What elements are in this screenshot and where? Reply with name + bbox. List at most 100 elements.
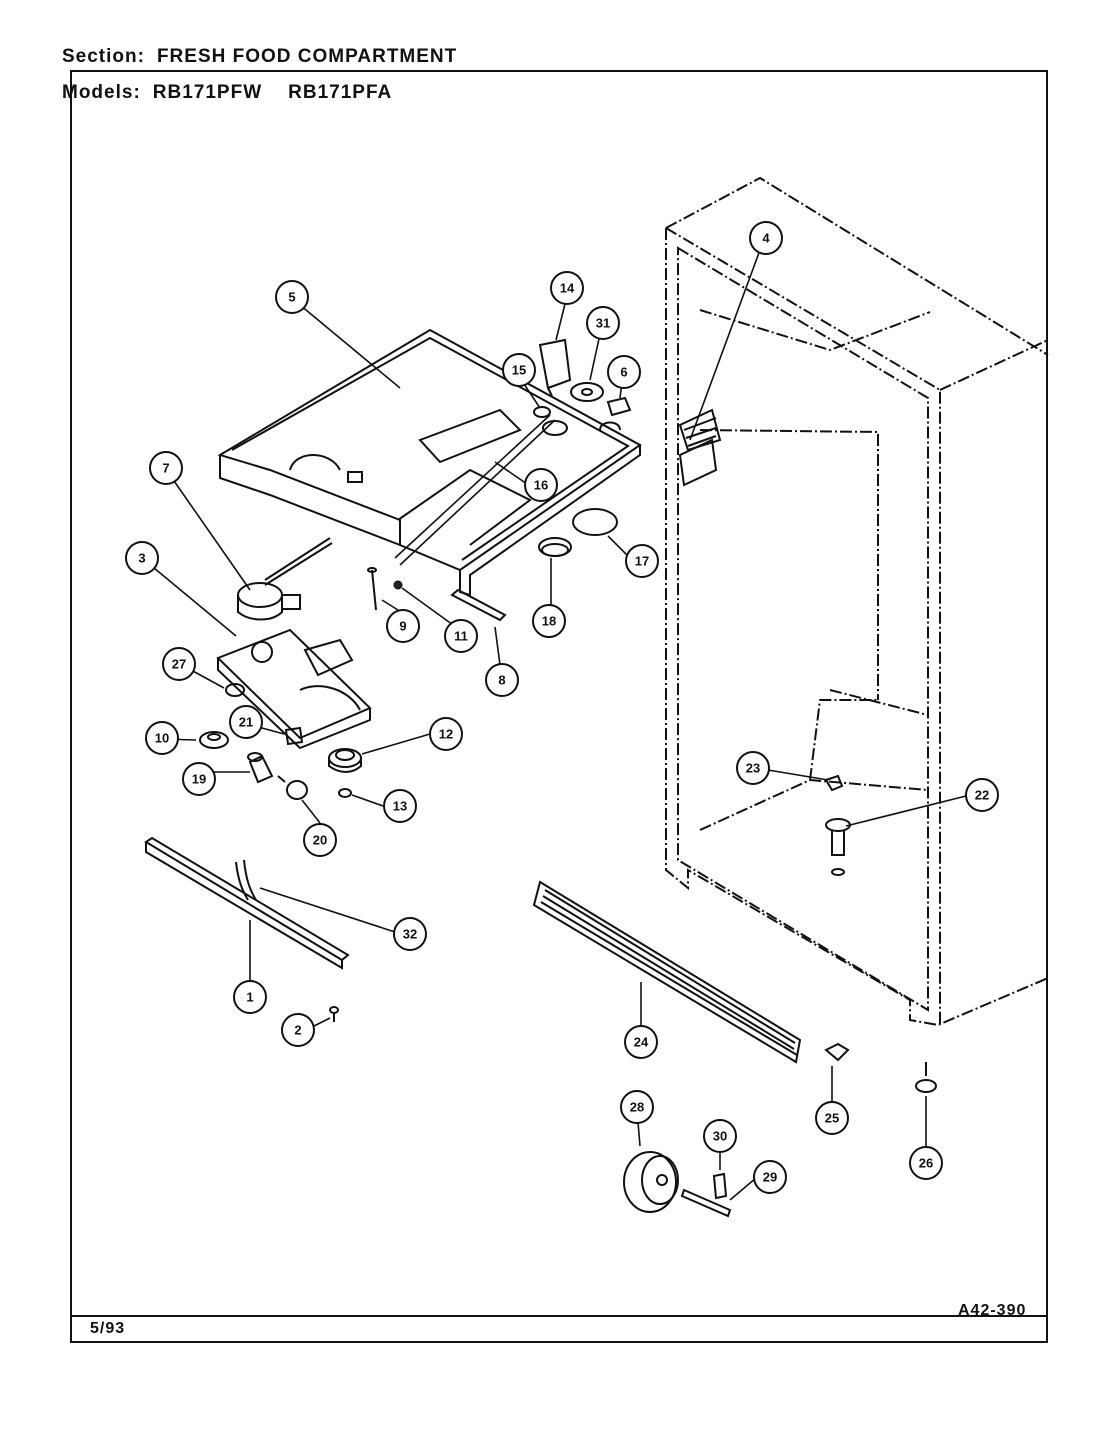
callout-18-label: 18 [542, 614, 556, 629]
callout-30: 30 [703, 1119, 737, 1153]
callout-13-label: 13 [393, 799, 407, 814]
callout-22-label: 22 [975, 788, 989, 803]
part-axle [680, 1188, 732, 1218]
part-screw-13 [338, 788, 352, 798]
part-channel [144, 836, 350, 970]
part-socket-12 [328, 748, 362, 773]
part-clip-27 [225, 683, 245, 697]
callout-10: 10 [145, 721, 179, 755]
diagram-frame [70, 70, 1048, 1343]
callout-2-label: 2 [294, 1023, 301, 1038]
part-grille [532, 880, 802, 1064]
callout-7: 7 [149, 451, 183, 485]
callout-32: 32 [393, 917, 427, 951]
part-control-knob [533, 338, 632, 436]
callout-7-label: 7 [162, 461, 169, 476]
footer-divider [70, 1315, 1048, 1317]
callout-6: 6 [607, 355, 641, 389]
callout-3-label: 3 [138, 551, 145, 566]
models-heading: Models: RB171PFW RB171PFA [62, 82, 418, 104]
callout-25: 25 [815, 1101, 849, 1135]
part-screw-26 [915, 1062, 937, 1093]
callout-20: 20 [303, 823, 337, 857]
part-lamp-19 [247, 752, 274, 784]
part-strip [450, 588, 507, 622]
callout-28: 28 [620, 1090, 654, 1124]
part-bulb-20 [277, 775, 308, 800]
section-heading: Section: FRESH FOOD COMPARTMENT [62, 46, 457, 68]
callout-1: 1 [233, 980, 267, 1014]
part-roller [623, 1151, 679, 1213]
callout-1-label: 1 [246, 990, 253, 1005]
model-1: RB171PFW [152, 82, 263, 103]
callout-24-label: 24 [634, 1035, 649, 1050]
callout-9-label: 9 [399, 619, 406, 634]
callout-19-label: 19 [192, 772, 206, 787]
part-thermostat [237, 537, 333, 621]
callout-15: 15 [502, 353, 536, 387]
callout-23: 23 [736, 751, 770, 785]
callout-11: 11 [444, 619, 478, 653]
part-socket-10 [199, 731, 229, 749]
callout-28-label: 28 [630, 1100, 644, 1115]
callout-31: 31 [586, 306, 620, 340]
callout-14-label: 14 [560, 281, 575, 296]
part-clip-25 [824, 1042, 850, 1062]
callout-32-label: 32 [403, 927, 417, 942]
callout-14: 14 [550, 271, 584, 305]
callout-18: 18 [532, 604, 566, 638]
callout-8-label: 8 [498, 673, 505, 688]
callout-21: 21 [229, 705, 263, 739]
callout-17: 17 [625, 544, 659, 578]
callout-15-label: 15 [512, 363, 526, 378]
part-light-cover [572, 508, 618, 536]
callout-22: 22 [965, 778, 999, 812]
part-control-cover [217, 328, 642, 597]
footer-date: 5/93 [90, 1320, 126, 1337]
callout-25-label: 25 [825, 1111, 839, 1126]
section-value: FRESH FOOD COMPARTMENT [156, 46, 458, 67]
callout-6-label: 6 [620, 365, 627, 380]
callout-5-label: 5 [288, 290, 295, 305]
part-switch-21 [284, 726, 304, 746]
callout-20-label: 20 [313, 833, 327, 848]
cabinet-outline [665, 176, 1049, 1027]
footer-diagram-code: A42-390 [958, 1302, 1027, 1319]
part-ring [538, 537, 572, 557]
callout-26: 26 [909, 1146, 943, 1180]
callout-8: 8 [485, 663, 519, 697]
part-screw-2 [329, 1006, 339, 1022]
callout-19: 19 [182, 762, 216, 796]
callout-16: 16 [524, 468, 558, 502]
models-label: Models: [62, 82, 141, 103]
callout-2: 2 [281, 1013, 315, 1047]
callout-3: 3 [125, 541, 159, 575]
callout-5: 5 [275, 280, 309, 314]
callout-9: 9 [386, 609, 420, 643]
callout-13: 13 [383, 789, 417, 823]
callout-29: 29 [753, 1160, 787, 1194]
callout-10-label: 10 [155, 731, 169, 746]
callout-26-label: 26 [919, 1156, 933, 1171]
callout-4: 4 [749, 221, 783, 255]
callout-24: 24 [624, 1025, 658, 1059]
leader-lines [141, 249, 967, 1201]
callout-30-label: 30 [713, 1129, 727, 1144]
callout-27: 27 [162, 647, 196, 681]
callout-16-label: 16 [534, 478, 548, 493]
callout-11-label: 11 [454, 629, 468, 644]
callout-4-label: 4 [762, 231, 770, 246]
part-light-housing [216, 628, 372, 750]
callout-12-label: 12 [439, 727, 453, 742]
model-2: RB171PFA [288, 82, 393, 103]
part-screw-11 [393, 580, 403, 590]
part-hinge [678, 408, 722, 487]
callout-31-label: 31 [596, 316, 610, 331]
callout-23-label: 23 [746, 761, 760, 776]
callout-29-label: 29 [763, 1170, 777, 1185]
callout-12: 12 [429, 717, 463, 751]
part-retainer [712, 1172, 728, 1200]
section-label: Section: [62, 46, 145, 67]
callout-21-label: 21 [239, 715, 253, 730]
